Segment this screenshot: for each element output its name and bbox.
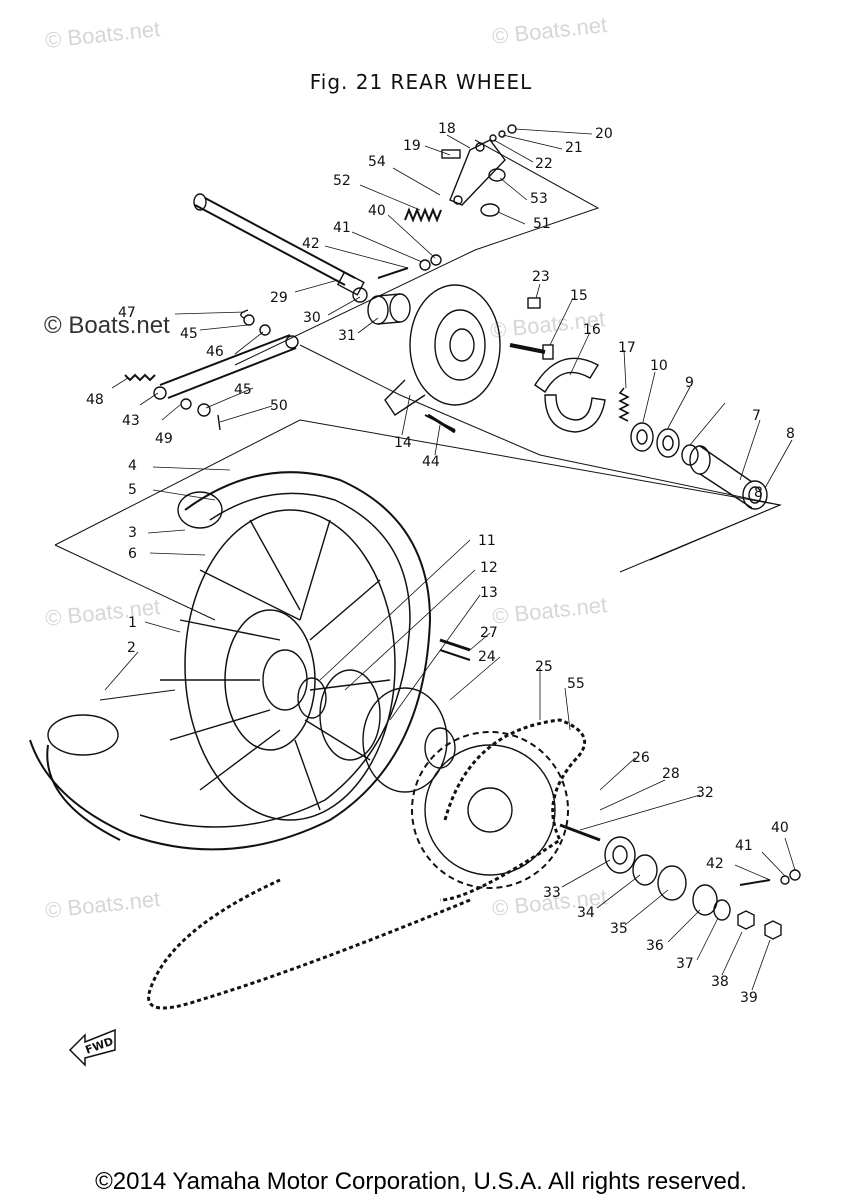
callout-38: 38 <box>711 974 729 990</box>
callout-15: 15 <box>570 288 588 304</box>
callout-labels: 1234567889101112131415161718192021222324… <box>86 121 795 1006</box>
callout-27: 27 <box>480 625 498 641</box>
callout-41: 41 <box>333 220 351 236</box>
callout-29: 29 <box>270 290 288 306</box>
upper-assembly-frame <box>234 139 600 366</box>
rear-axle <box>193 193 365 296</box>
copyright-notice: ©2014 Yamaha Motor Corporation, U.S.A. A… <box>95 1168 747 1195</box>
callout-31: 31 <box>338 328 356 344</box>
callout-54: 54 <box>368 154 386 170</box>
callout-5: 5 <box>128 482 137 498</box>
callout-33: 33 <box>543 885 561 901</box>
callout-47: 47 <box>118 305 136 321</box>
callout-23: 23 <box>532 269 550 285</box>
callout-11: 11 <box>478 533 496 549</box>
sprocket-hub <box>297 649 471 793</box>
callout-24: 24 <box>478 649 496 665</box>
callout-34: 34 <box>577 905 595 921</box>
axle-nut-set <box>377 254 442 279</box>
callout-49: 49 <box>155 431 173 447</box>
callout-50: 50 <box>270 398 288 414</box>
callout-8: 8 <box>786 426 795 442</box>
callout-48: 48 <box>86 392 104 408</box>
callout-36: 36 <box>646 938 664 954</box>
callout-32: 32 <box>696 785 714 801</box>
wheel-assembly-frame <box>54 419 782 573</box>
callout-22: 22 <box>535 156 553 172</box>
callout-44: 44 <box>422 454 440 470</box>
hub-bearing-set <box>630 422 768 510</box>
callout-8: 8 <box>754 485 763 501</box>
brake-arm-bolt <box>427 413 456 434</box>
spacer-collar <box>352 287 411 325</box>
callout-6: 6 <box>128 546 137 562</box>
callout-7: 7 <box>752 408 761 424</box>
callout-45: 45 <box>180 326 198 342</box>
rear-tire <box>29 471 432 851</box>
callout-10: 10 <box>650 358 668 374</box>
callout-43: 43 <box>122 413 140 429</box>
callout-37: 37 <box>676 956 694 972</box>
callout-4: 4 <box>128 458 137 474</box>
brake-shoe <box>534 357 606 433</box>
callout-17: 17 <box>618 340 636 356</box>
callout-9: 9 <box>685 375 694 391</box>
callout-45: 45 <box>234 382 252 398</box>
leader-lines <box>104 128 796 991</box>
callout-35: 35 <box>610 921 628 937</box>
callout-26: 26 <box>632 750 650 766</box>
callout-28: 28 <box>662 766 680 782</box>
callout-41: 41 <box>735 838 753 854</box>
callout-16: 16 <box>583 322 601 338</box>
callout-2: 2 <box>127 640 136 656</box>
brake-shoe-plate <box>384 284 501 431</box>
callout-42: 42 <box>302 236 320 252</box>
sprocket-bolt <box>439 638 471 652</box>
callout-21: 21 <box>565 140 583 156</box>
brake-camshaft <box>509 297 554 360</box>
brake-spring-52 <box>404 207 442 223</box>
callout-39: 39 <box>740 990 758 1006</box>
callout-3: 3 <box>128 525 137 541</box>
callout-13: 13 <box>480 585 498 601</box>
callout-40: 40 <box>771 820 789 836</box>
figure-title: Fig. 21 REAR WHEEL <box>309 70 533 94</box>
callout-1: 1 <box>128 615 137 631</box>
watermark-dark: © Boats.net <box>44 312 170 339</box>
callout-51: 51 <box>533 216 551 232</box>
callout-53: 53 <box>530 191 548 207</box>
callout-30: 30 <box>303 310 321 326</box>
callout-42: 42 <box>706 856 724 872</box>
shoe-spring <box>618 387 630 422</box>
drive-chain <box>147 718 586 1010</box>
callout-14: 14 <box>394 435 412 451</box>
brake-cam-lever <box>441 124 517 217</box>
rear-sprocket <box>411 731 569 889</box>
tension-bar <box>124 309 299 431</box>
callout-20: 20 <box>595 126 613 142</box>
callout-19: 19 <box>403 138 421 154</box>
callout-25: 25 <box>535 659 553 675</box>
spoke-wheel <box>99 509 396 821</box>
callout-40: 40 <box>368 203 386 219</box>
callout-55: 55 <box>567 676 585 692</box>
callout-52: 52 <box>333 173 351 189</box>
callout-18: 18 <box>438 121 456 137</box>
callout-12: 12 <box>480 560 498 576</box>
fwd-arrow-icon <box>68 1028 116 1067</box>
sprocket-bearing-set <box>559 823 801 940</box>
callout-46: 46 <box>206 344 224 360</box>
